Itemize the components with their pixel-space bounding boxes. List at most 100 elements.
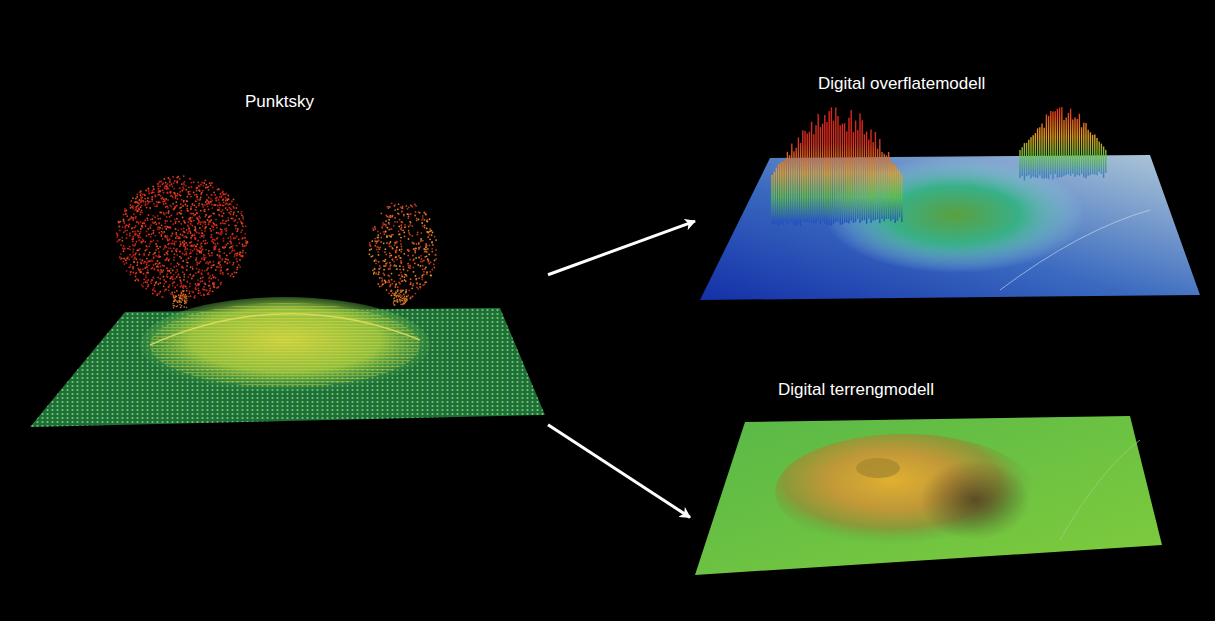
tree-point <box>151 192 153 194</box>
tree-point <box>231 218 233 220</box>
tree-point <box>199 199 201 201</box>
tree-point <box>145 203 147 205</box>
tree-point <box>183 290 185 292</box>
tree-point <box>213 242 215 244</box>
tree-point <box>126 270 128 272</box>
tree-point <box>385 231 387 233</box>
tree-point <box>166 192 168 194</box>
tree-point <box>138 239 140 241</box>
tree-point <box>200 244 202 246</box>
tree-point <box>137 234 139 236</box>
tree-point <box>206 203 208 205</box>
tree-point <box>208 262 210 264</box>
tree-point <box>141 205 143 207</box>
tree-point <box>211 204 213 206</box>
tree-point <box>220 267 222 269</box>
tree-point <box>383 269 385 271</box>
tree-point <box>176 248 178 250</box>
tree-point <box>435 239 437 241</box>
tree-point <box>197 182 199 184</box>
tree-point <box>241 211 243 213</box>
tree-point <box>137 267 139 269</box>
tree-point <box>177 274 179 276</box>
tree-point <box>189 283 191 285</box>
tree-point <box>134 256 136 258</box>
tree-point <box>388 292 390 294</box>
tree-point <box>162 183 164 185</box>
tree-point <box>168 243 170 245</box>
tree-point <box>134 280 136 282</box>
tree-point <box>170 293 172 295</box>
tree-point <box>220 270 222 272</box>
tree-point <box>375 242 377 244</box>
tree-point <box>187 244 189 246</box>
tree-point <box>190 223 192 225</box>
tree-point <box>391 216 393 218</box>
tree-point <box>393 295 395 297</box>
tree-point <box>201 192 203 194</box>
tree-point <box>169 192 171 194</box>
tree-point <box>236 269 238 271</box>
tree-point <box>387 227 389 229</box>
tree-point <box>195 209 197 211</box>
tree-point <box>129 235 131 237</box>
tree-point <box>166 212 168 214</box>
tree-point <box>417 232 419 234</box>
tree-point <box>171 235 173 237</box>
tree-point <box>382 283 384 285</box>
tree-point <box>172 203 174 205</box>
tree-point <box>183 293 185 295</box>
tree-point <box>135 233 137 235</box>
tree-point <box>223 201 225 203</box>
tree-point <box>164 245 166 247</box>
tree-point <box>191 290 193 292</box>
tree-point <box>429 234 431 236</box>
tree-point <box>222 272 224 274</box>
tree-point <box>183 276 185 278</box>
tree-point <box>218 249 220 251</box>
tree-point <box>208 203 210 205</box>
tree-point <box>220 273 222 275</box>
tree-point <box>227 243 229 245</box>
tree-point <box>205 184 207 186</box>
tree-point <box>153 189 155 191</box>
tree-point <box>141 197 143 199</box>
vegetation-spike <box>774 172 775 224</box>
tree-point <box>242 245 244 247</box>
tree-point <box>180 307 182 309</box>
tree-point <box>166 186 168 188</box>
tree-point <box>211 265 213 267</box>
tree-point <box>201 258 203 260</box>
tree-point <box>153 230 155 232</box>
tree-point <box>184 301 186 303</box>
tree-point <box>227 209 229 211</box>
tree-point <box>190 256 192 258</box>
tree-point <box>421 261 423 263</box>
tree-point <box>377 251 379 253</box>
tree-point <box>199 186 201 188</box>
tree-point <box>216 224 218 226</box>
tree-point <box>169 284 171 286</box>
tree-point <box>200 184 202 186</box>
tree-point <box>246 242 248 244</box>
tree-point <box>167 199 169 201</box>
tree-point <box>154 205 156 207</box>
tree-point <box>414 203 416 205</box>
tree-point <box>186 200 188 202</box>
tree-point <box>219 255 221 257</box>
tree-point <box>242 225 244 227</box>
tree-point <box>171 183 173 185</box>
tree-point <box>405 291 407 293</box>
tree-point <box>392 247 394 249</box>
tree-point <box>172 233 174 235</box>
tree-point <box>145 201 147 203</box>
tree-point <box>210 278 212 280</box>
tree-point <box>154 291 156 293</box>
tree-point <box>209 275 211 277</box>
tree-point <box>143 194 145 196</box>
tree-point <box>380 212 382 214</box>
tree-point <box>211 234 213 236</box>
vegetation-spike <box>798 137 799 224</box>
tree-point <box>200 277 202 279</box>
tree-point <box>429 271 431 273</box>
